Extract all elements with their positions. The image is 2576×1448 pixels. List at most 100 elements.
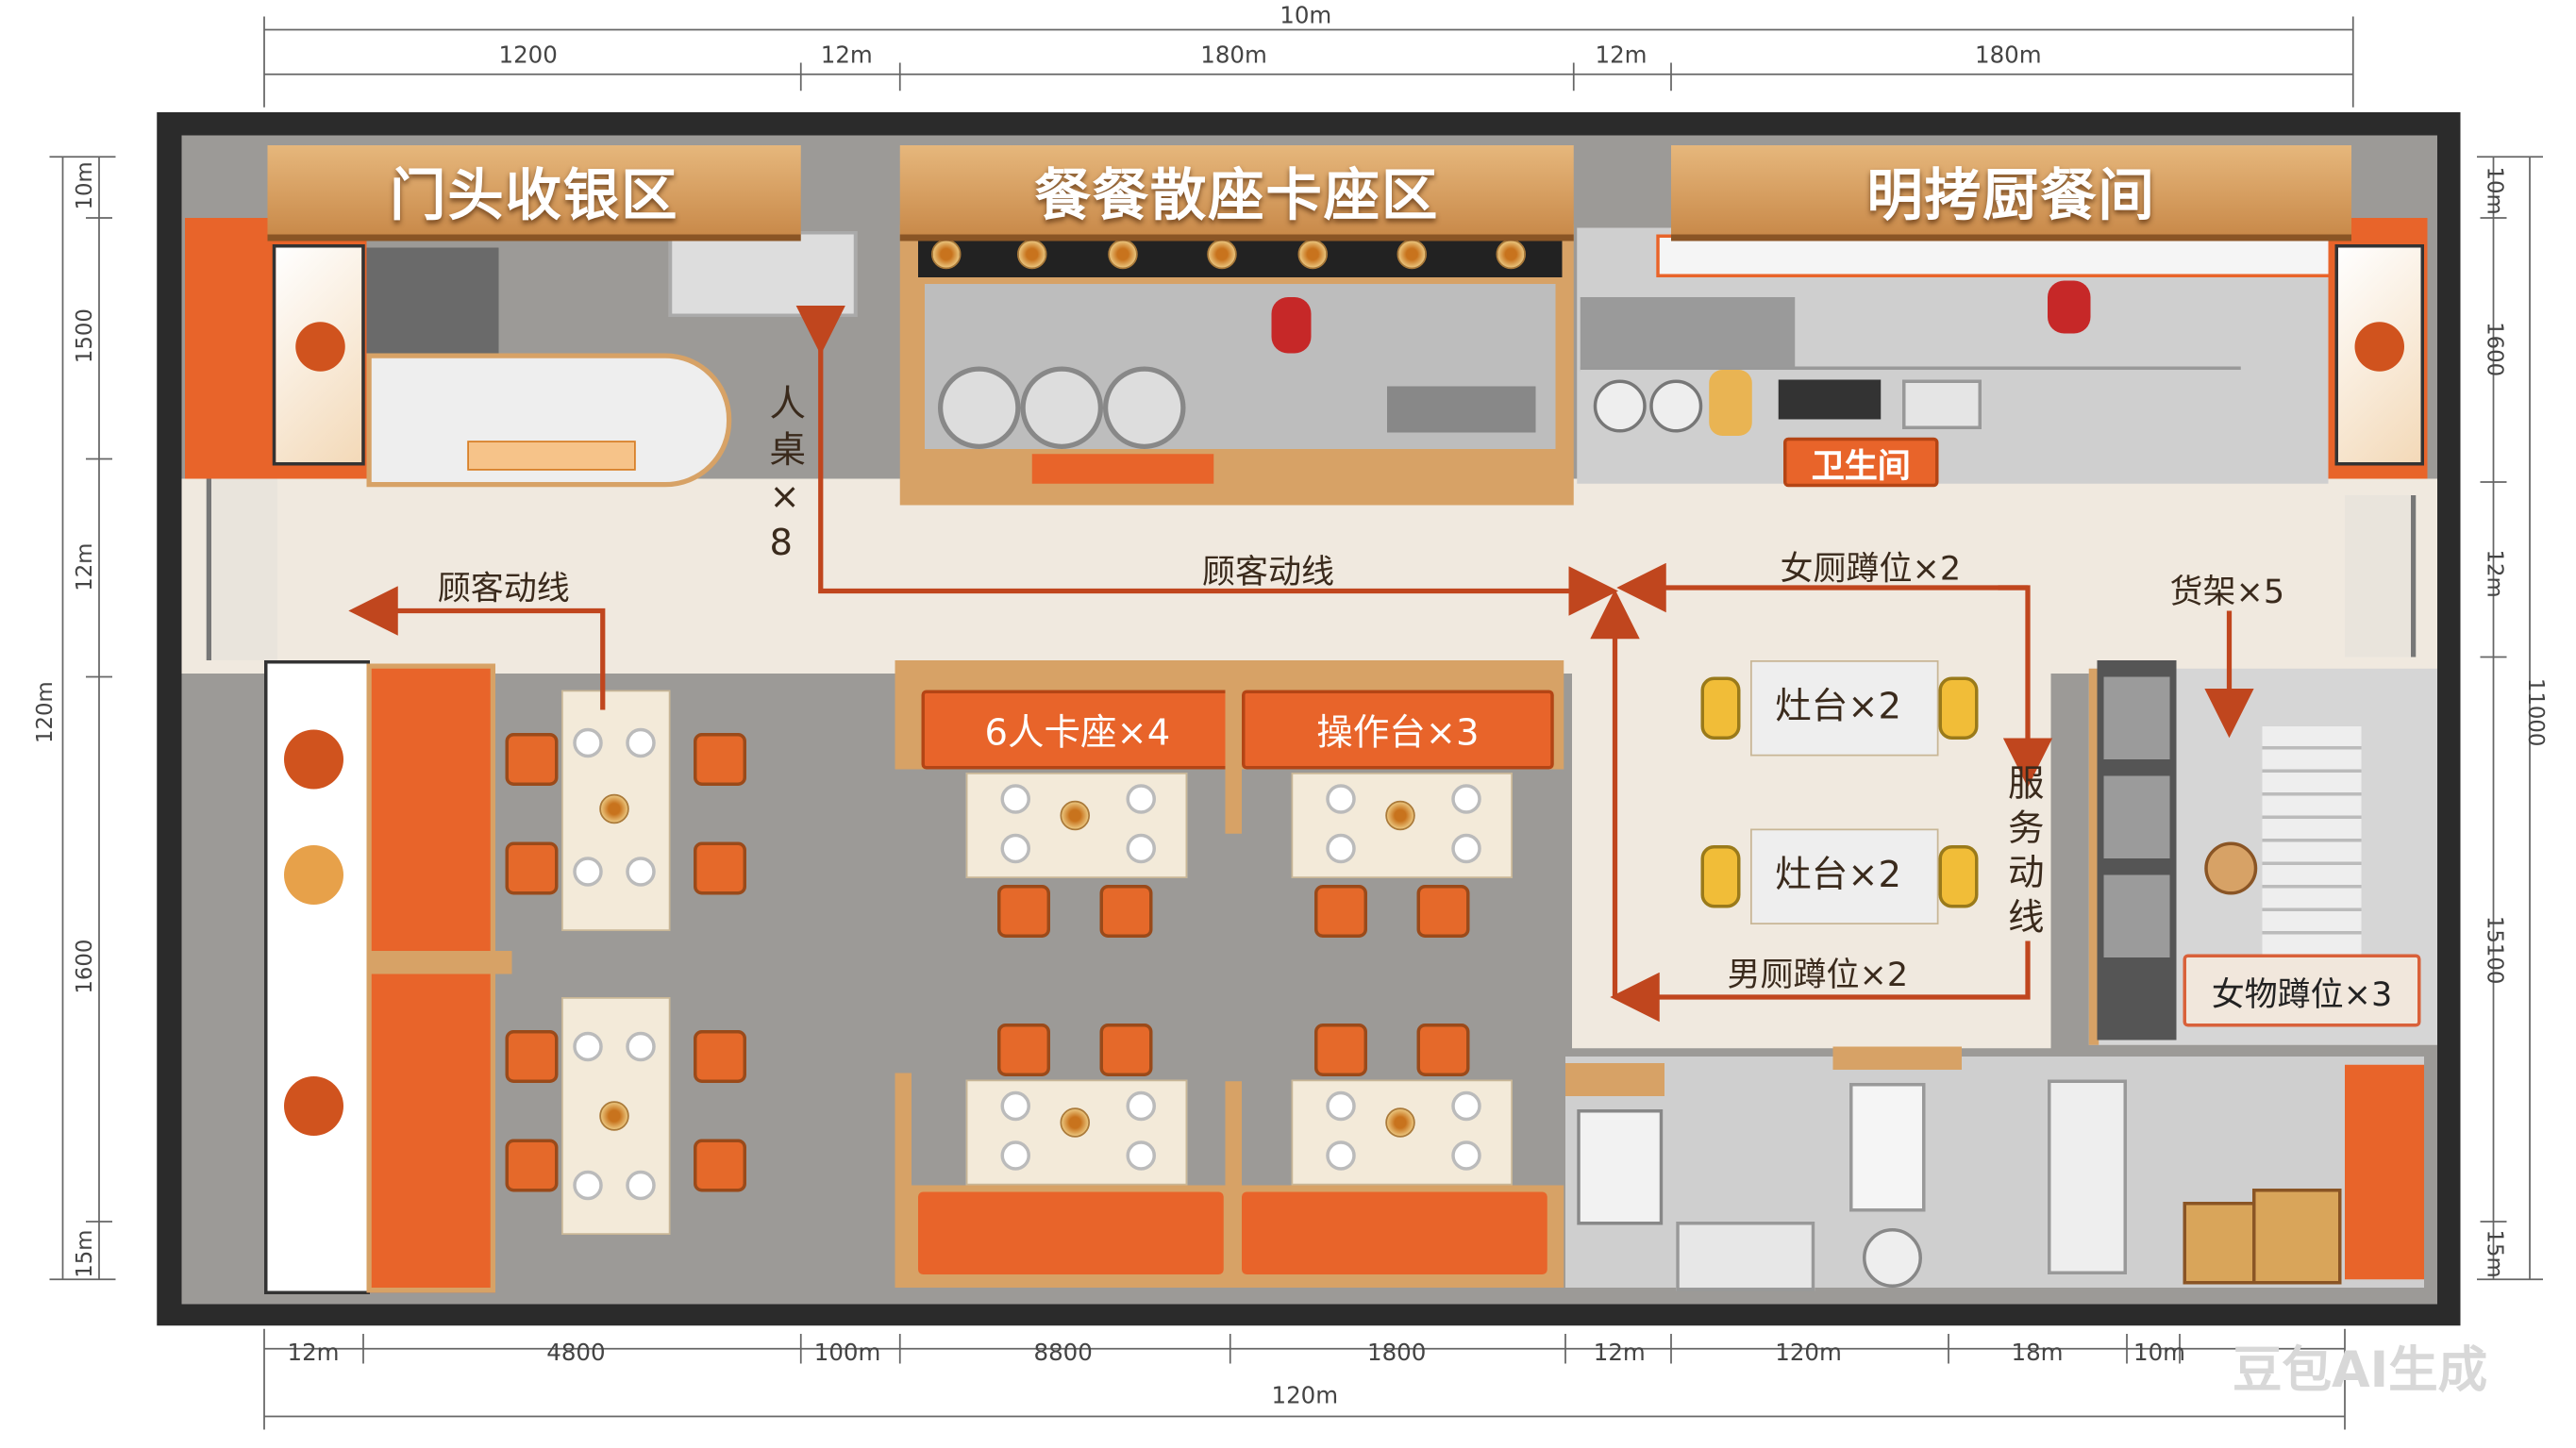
shelf-item bbox=[2103, 676, 2170, 759]
poster-dish-icon bbox=[295, 322, 345, 372]
label-customer-flow-center: 顾客动线 bbox=[1202, 551, 1334, 591]
grill-counter bbox=[1580, 366, 2241, 442]
menu-poster-right bbox=[2334, 244, 2424, 466]
menu-dish-icon bbox=[1397, 239, 1427, 270]
plate-icon bbox=[1000, 833, 1030, 864]
dish-icon bbox=[1060, 1107, 1090, 1138]
plate-icon bbox=[1000, 784, 1030, 814]
sign-entrance-cashier: 门头收银区 bbox=[267, 145, 801, 241]
plate-icon bbox=[1000, 1140, 1030, 1171]
chair bbox=[997, 885, 1050, 938]
plate-icon bbox=[1451, 833, 1481, 864]
chair bbox=[505, 1030, 559, 1083]
fire-extinguisher-icon bbox=[2048, 280, 2091, 334]
shelf-item bbox=[2103, 874, 2170, 957]
dim-bottom-8: 18m bbox=[2011, 1340, 2064, 1367]
booth-seat bbox=[1242, 1191, 1547, 1274]
bench-left bbox=[366, 663, 495, 1293]
plate-icon bbox=[1326, 833, 1356, 864]
stove-label-2: 灶台×2 bbox=[1775, 855, 1902, 897]
chair bbox=[505, 1139, 559, 1192]
menu-dish-icon bbox=[1108, 239, 1138, 270]
label-female-toilets: 女厕蹲位×2 bbox=[1780, 548, 1962, 588]
bench-divider bbox=[366, 951, 512, 974]
stove-table-1 bbox=[1750, 660, 1939, 757]
plate-icon bbox=[1126, 1140, 1156, 1171]
dim-bottom-2: 4800 bbox=[546, 1340, 606, 1367]
booth-tag: 6人卡座×4 bbox=[921, 690, 1234, 770]
dim-top-3: 180m bbox=[1200, 42, 1267, 70]
poster-dish-icon bbox=[284, 729, 343, 790]
plate-icon bbox=[573, 857, 603, 887]
dish-icon bbox=[599, 1101, 629, 1131]
dish-icon bbox=[1385, 800, 1415, 831]
storage-tag: 女物蹲位×3 bbox=[2183, 954, 2421, 1027]
sink-double-icon bbox=[1676, 1222, 1815, 1291]
dish-icon bbox=[599, 793, 629, 824]
chair bbox=[505, 841, 559, 895]
plate-icon bbox=[626, 1170, 656, 1201]
plate-icon bbox=[626, 727, 656, 758]
booth-table-2 bbox=[1291, 773, 1513, 878]
partition bbox=[1565, 1063, 1664, 1096]
plate-icon bbox=[626, 1031, 656, 1062]
sink-counter bbox=[668, 231, 858, 317]
menu-dish-icon bbox=[1297, 239, 1328, 270]
booth-table-1 bbox=[965, 773, 1188, 878]
booth-edge bbox=[1225, 1081, 1242, 1280]
stool bbox=[1700, 845, 1741, 908]
steamer-icon bbox=[1709, 370, 1752, 436]
plate-icon bbox=[1126, 833, 1156, 864]
counter-light bbox=[467, 441, 636, 471]
plate-icon bbox=[1451, 1140, 1481, 1171]
label-male-toilets: 男厕蹲位×2 bbox=[1727, 954, 1909, 994]
plate-icon bbox=[573, 1170, 603, 1201]
sink-icon bbox=[1902, 379, 1982, 429]
chair bbox=[694, 841, 746, 895]
dim-bottom-7: 120m bbox=[1775, 1340, 1842, 1367]
plate-icon bbox=[1451, 784, 1481, 814]
dim-top-4: 12m bbox=[1595, 42, 1648, 70]
washing-machine-icon bbox=[1577, 1109, 1664, 1225]
menu-poster-left bbox=[272, 244, 365, 466]
dim-bottom-total: 120m bbox=[1271, 1383, 1339, 1410]
poster-dish-icon bbox=[284, 845, 343, 905]
dim-bottom-1: 12m bbox=[287, 1340, 340, 1367]
dim-top-1: 1200 bbox=[498, 42, 558, 70]
booth-edge bbox=[895, 1073, 912, 1285]
plate-icon bbox=[1126, 1090, 1156, 1122]
menu-dish-icon bbox=[1496, 239, 1526, 270]
box-icon bbox=[2252, 1189, 2342, 1285]
label-shelves: 货架×5 bbox=[2169, 571, 2285, 611]
fridge-icon bbox=[2048, 1079, 2127, 1274]
workbench-tag: 操作台×3 bbox=[1242, 690, 1554, 770]
chair bbox=[505, 733, 559, 786]
chair bbox=[1314, 885, 1367, 938]
shelf-unit bbox=[2097, 660, 2177, 1040]
pot-icon bbox=[1649, 379, 1703, 433]
restroom-tag: 卫生间 bbox=[1783, 437, 1939, 488]
right-door bbox=[2345, 495, 2417, 657]
dim-bottom-4: 8800 bbox=[1033, 1340, 1093, 1367]
menu-dish-icon bbox=[931, 239, 962, 270]
label-tables-8: 人桌×8 bbox=[769, 384, 807, 565]
plate-icon bbox=[1126, 784, 1156, 814]
table-left-2 bbox=[561, 997, 671, 1235]
plate-icon bbox=[1451, 1090, 1481, 1122]
partition bbox=[1832, 1046, 1962, 1070]
shelf-item bbox=[2103, 775, 2170, 858]
stairs bbox=[2262, 726, 2362, 974]
dish-icon bbox=[1060, 800, 1090, 831]
chair bbox=[1099, 885, 1153, 938]
chair bbox=[1099, 1024, 1153, 1076]
plate-icon bbox=[1326, 784, 1356, 814]
dim-bottom-3: 100m bbox=[813, 1340, 881, 1367]
chair bbox=[1314, 1024, 1367, 1076]
plate-icon bbox=[626, 857, 656, 887]
storage-orange-wall bbox=[2345, 1064, 2424, 1280]
dim-bottom-6: 12m bbox=[1593, 1340, 1646, 1367]
cashier-counter bbox=[366, 353, 732, 488]
grill-icon bbox=[1778, 379, 1882, 420]
